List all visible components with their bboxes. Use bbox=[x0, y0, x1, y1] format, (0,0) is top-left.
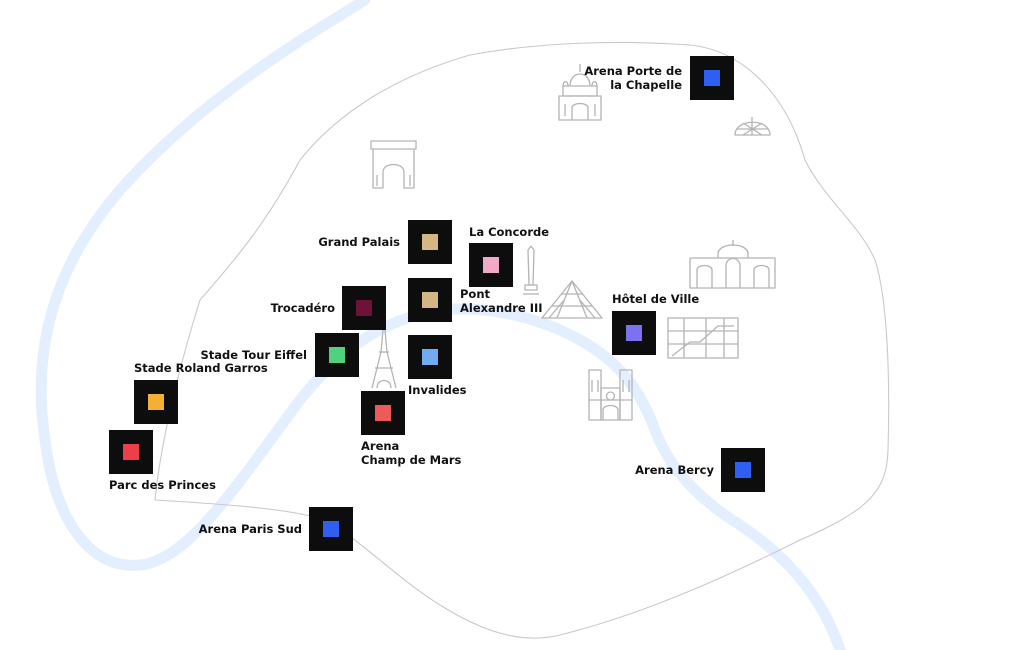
venue-marker-arena-paris-sud[interactable] bbox=[309, 507, 353, 551]
eiffel-tower-icon bbox=[371, 324, 397, 389]
venue-marker-pont-alexandre-iii[interactable] bbox=[408, 278, 452, 322]
venue-marker-arena-bercy[interactable] bbox=[721, 448, 765, 492]
venue-marker-trocadero[interactable] bbox=[342, 286, 386, 330]
venue-color-square bbox=[375, 405, 391, 421]
venue-marker-parc-des-princes[interactable] bbox=[109, 430, 153, 474]
seine-river bbox=[35, 0, 846, 650]
venue-label-hotel-de-ville[interactable]: Hôtel de Ville bbox=[612, 292, 700, 306]
venue-marker-grand-palais[interactable] bbox=[408, 220, 452, 264]
louvre-pyramid-icon bbox=[541, 280, 603, 319]
venue-color-square bbox=[422, 349, 438, 365]
venue-label-stade-roland-garros[interactable]: Stade Roland Garros bbox=[134, 361, 268, 375]
venue-color-square bbox=[148, 394, 164, 410]
venue-label-la-concorde[interactable]: La Concorde bbox=[469, 225, 550, 239]
venue-label-arena-paris-sud[interactable]: Arena Paris Sud bbox=[198, 522, 302, 536]
obelisk-icon bbox=[523, 245, 539, 295]
venue-marker-arena-porte-de-la-chapelle[interactable] bbox=[690, 56, 734, 100]
venue-marker-arena-champ-de-mars[interactable] bbox=[361, 391, 405, 435]
venue-marker-invalides[interactable] bbox=[408, 335, 452, 379]
venue-color-square bbox=[483, 257, 499, 273]
venue-color-square bbox=[356, 300, 372, 316]
train-station-icon bbox=[689, 240, 776, 289]
venue-marker-la-concorde[interactable] bbox=[469, 243, 513, 287]
city-boundary bbox=[154, 41, 890, 639]
venue-color-square bbox=[123, 444, 139, 460]
geode-icon bbox=[734, 117, 771, 136]
venue-label-parc-des-princes[interactable]: Parc des Princes bbox=[109, 478, 216, 492]
venue-color-square bbox=[323, 521, 339, 537]
venue-label-stade-tour-eiffel[interactable]: Stade Tour Eiffel bbox=[200, 348, 307, 362]
venue-color-square bbox=[329, 347, 345, 363]
venue-label-arena-bercy[interactable]: Arena Bercy bbox=[635, 463, 714, 477]
venue-label-trocadero[interactable]: Trocadéro bbox=[270, 301, 335, 315]
venue-color-square bbox=[704, 70, 720, 86]
venue-color-square bbox=[626, 325, 642, 341]
sacre-coeur-icon bbox=[558, 64, 602, 121]
venue-marker-stade-roland-garros[interactable] bbox=[134, 380, 178, 424]
venue-label-grand-palais[interactable]: Grand Palais bbox=[318, 235, 400, 249]
notre-dame-icon bbox=[588, 369, 633, 421]
venue-color-square bbox=[422, 234, 438, 250]
venue-marker-stade-tour-eiffel[interactable] bbox=[315, 333, 359, 377]
pompidou-icon bbox=[667, 317, 739, 359]
venue-color-square bbox=[735, 462, 751, 478]
arc-de-triomphe-icon bbox=[370, 140, 417, 189]
venue-label-invalides[interactable]: Invalides bbox=[408, 383, 467, 397]
venue-color-square bbox=[422, 292, 438, 308]
venue-marker-hotel-de-ville[interactable] bbox=[612, 311, 656, 355]
